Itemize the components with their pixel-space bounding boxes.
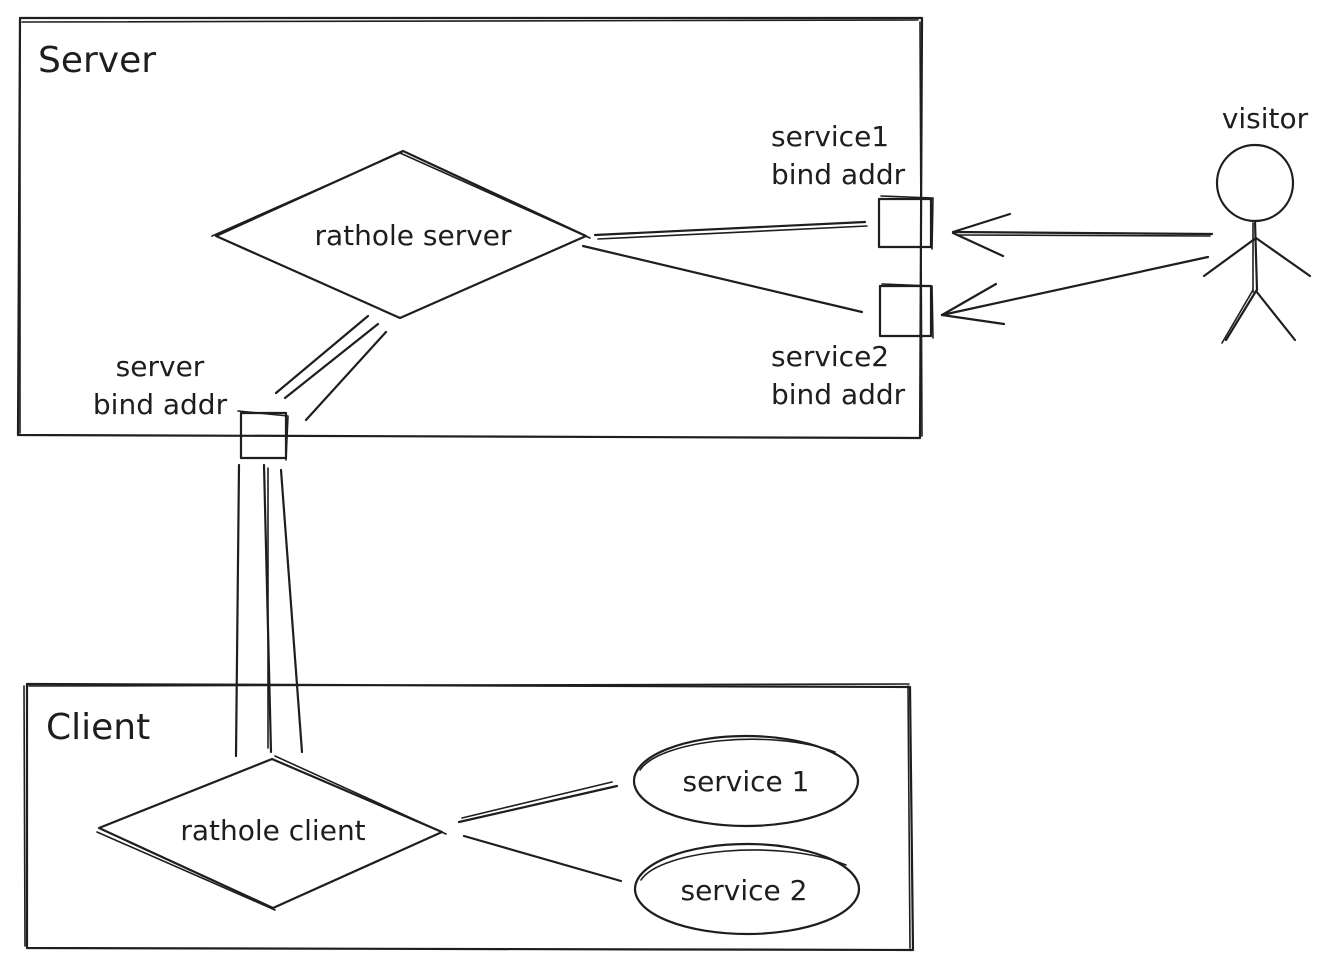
client-box-title: Client bbox=[46, 707, 150, 748]
rathole-client-label: rathole client bbox=[180, 814, 365, 847]
service-2-node: service 2 bbox=[633, 842, 861, 936]
service1-bind-port: service1 bind addr bbox=[771, 120, 934, 250]
service-2-label: service 2 bbox=[680, 874, 807, 907]
client-to-service-connections bbox=[457, 781, 623, 883]
server-box-title: Server bbox=[38, 40, 156, 81]
service-1-node: service 1 bbox=[632, 734, 860, 828]
server-to-bind-connections bbox=[274, 314, 388, 422]
server-box: Server bbox=[16, 16, 924, 440]
service1-bind-line2: bind addr bbox=[771, 158, 906, 191]
visitor-arrows bbox=[940, 212, 1214, 326]
visitor-head-icon bbox=[1215, 143, 1295, 223]
visitor-label: visitor bbox=[1222, 102, 1309, 135]
service1-bind-line1: service1 bbox=[771, 120, 889, 153]
server-bind-line2: bind addr bbox=[93, 388, 228, 421]
tunnel-connections bbox=[234, 463, 304, 758]
rathole-client-node: rathole client bbox=[96, 755, 447, 911]
visitor-figure: visitor bbox=[1202, 102, 1312, 344]
server-bind-line1: server bbox=[116, 350, 205, 383]
rathole-server-label: rathole server bbox=[314, 219, 512, 252]
server-bind-port: server bind addr bbox=[93, 350, 289, 461]
client-box: Client bbox=[23, 682, 915, 952]
server-to-service-connections bbox=[581, 220, 868, 314]
rathole-server-node: rathole server bbox=[211, 149, 591, 320]
service2-bind-port: service2 bind addr bbox=[771, 283, 934, 411]
service-1-label: service 1 bbox=[682, 765, 809, 798]
service2-bind-line2: bind addr bbox=[771, 378, 906, 411]
service2-bind-line1: service2 bbox=[771, 340, 889, 373]
